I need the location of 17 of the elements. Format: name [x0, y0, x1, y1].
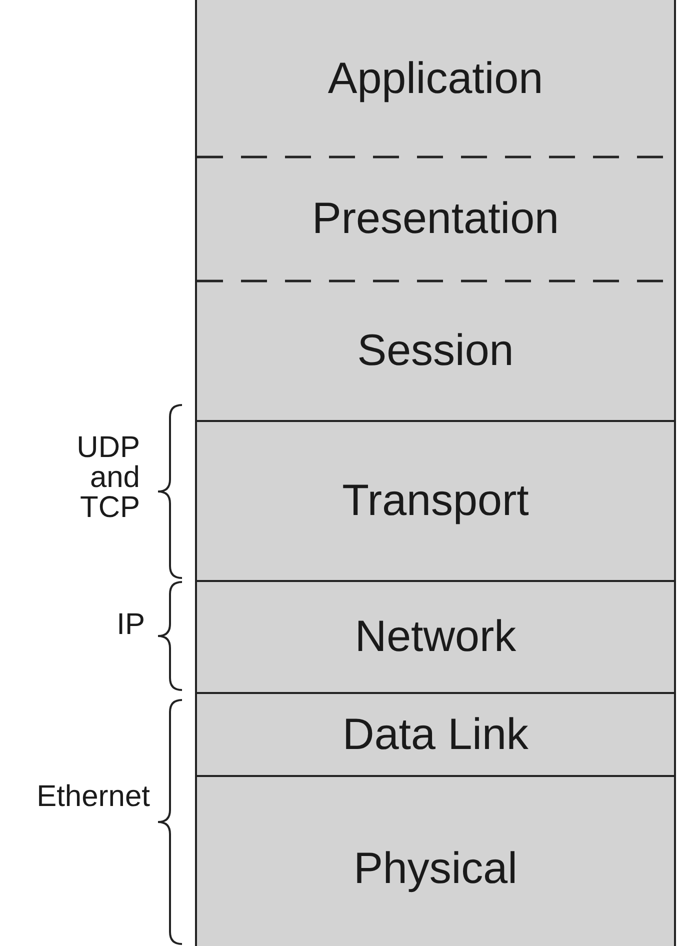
layer-name: Data Link — [342, 710, 528, 760]
layer-name: Application — [328, 54, 544, 104]
layer-box — [195, 157, 676, 281]
layer-box — [195, 420, 676, 580]
layer-name: Physical — [354, 844, 518, 894]
layer-box — [195, 692, 676, 775]
layer-name: Presentation — [312, 194, 560, 244]
protocol-label: UDP and TCP — [76, 433, 140, 523]
layer-name: Transport — [342, 476, 529, 526]
layer-box — [195, 580, 676, 692]
protocol-label: Ethernet — [36, 782, 150, 812]
layer-box — [195, 281, 676, 420]
layer-box — [195, 0, 676, 157]
layer-name: Session — [357, 326, 514, 376]
layer-name: Network — [354, 612, 516, 662]
protocol-label: IP — [116, 610, 145, 640]
layer-box — [195, 775, 676, 946]
